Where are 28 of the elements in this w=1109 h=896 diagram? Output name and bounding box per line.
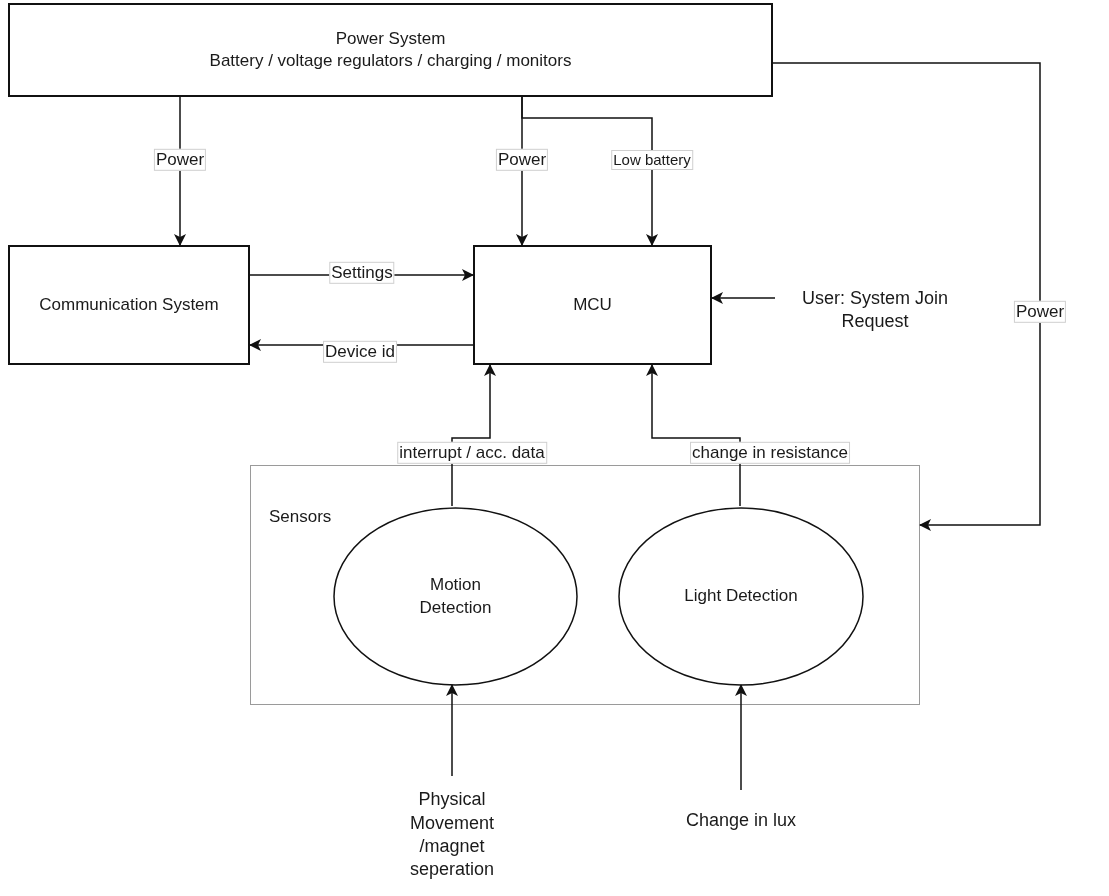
process-box — [8, 245, 250, 365]
edge-label: Device id — [323, 340, 397, 364]
edge-label: Power — [495, 148, 549, 172]
node-text: Motion Detection — [418, 574, 493, 619]
box-subtitle: Battery / voltage regulators / charging / monitors — [209, 50, 572, 72]
edge-label: Power — [153, 148, 207, 172]
input-text: Physical Movement /magnet seperation — [408, 788, 496, 882]
edge-label: Settings — [329, 261, 395, 285]
input-text: User: System Join Request — [800, 286, 949, 333]
box-title: Communication System — [39, 293, 219, 316]
arrow — [646, 364, 741, 507]
arrow — [446, 684, 458, 777]
arrow — [735, 684, 747, 791]
edge-label: interrupt / acc. data — [397, 441, 547, 465]
arrow — [772, 62, 1041, 531]
process-box — [8, 3, 773, 97]
group-box — [250, 465, 920, 705]
input-text: Change in lux — [685, 809, 797, 833]
edge-label: Power — [1013, 300, 1067, 324]
edge-label: change in resistance — [690, 441, 850, 465]
process-box — [473, 245, 712, 365]
node-text: Light Detection — [684, 585, 798, 608]
box-title: Power System — [335, 27, 446, 50]
box-title: MCU — [573, 293, 612, 316]
arrow — [521, 96, 658, 246]
edge-label: Low battery — [611, 150, 693, 170]
group-title: Sensors — [269, 506, 332, 528]
arrow — [711, 292, 776, 304]
